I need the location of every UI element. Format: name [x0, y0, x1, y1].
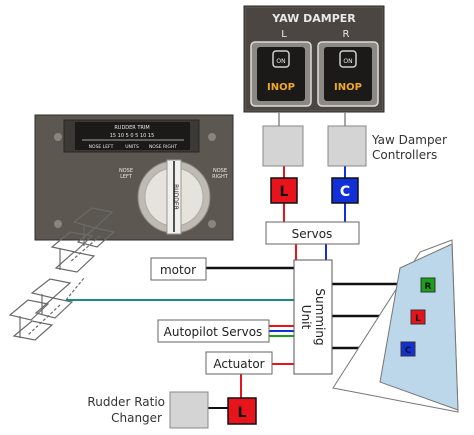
channel-tag-left-text: L: [280, 184, 289, 200]
rudder-ratio-label-1: Rudder Ratio: [87, 395, 165, 409]
channel-tag-center: C: [331, 177, 359, 204]
rudder-trim-panel: RUDDER TRIM 15 10 5 0 5 10 15 NOSE LEFT …: [34, 114, 234, 241]
surface-tag-right-text: R: [425, 282, 432, 292]
yaw-damper-title: YAW DAMPER: [271, 12, 356, 25]
summing-unit-label-1: Summing: [313, 288, 327, 345]
summing-unit-box: [293, 259, 333, 375]
rudder-side-right-1: NOSE: [213, 168, 227, 174]
left-inop-text: INOP: [267, 82, 295, 93]
channel-tag-left: L: [270, 177, 298, 204]
channel-tag-center-text: C: [340, 184, 350, 200]
servos-box: [265, 221, 360, 245]
yaw-damper-panel: YAW DAMPER L R ON INOP ON INOP: [243, 5, 385, 113]
summing-unit-label-2: Unit: [299, 305, 313, 330]
surface-tag-right: R: [420, 277, 436, 293]
rudder-side-left-2: LEFT: [120, 174, 133, 180]
yaw-damper-controller-right: [327, 125, 367, 167]
motor-label: motor: [160, 263, 196, 277]
channel-tag-ratio: L: [227, 397, 257, 425]
surface-tag-left: L: [410, 309, 426, 325]
surface-tag-center-text: C: [405, 346, 412, 356]
yaw-damper-controllers-label-1: Yaw Damper: [371, 133, 447, 147]
servos-label: Servos: [292, 227, 333, 241]
yaw-damper-left-label: L: [281, 29, 287, 40]
yaw-damper-controllers-label-2: Controllers: [372, 148, 437, 162]
rudder-side-left-1: NOSE: [119, 168, 133, 174]
rudder-surface: [332, 239, 459, 413]
rudder-ratio-changer-box: [169, 391, 209, 429]
rudder-side-right-2: RIGHT: [212, 174, 229, 180]
autopilot-servos-label: Autopilot Servos: [164, 325, 263, 339]
right-on-text: ON: [343, 58, 352, 65]
surface-tag-center: C: [400, 341, 416, 357]
yaw-damper-left-switch[interactable]: ON INOP: [257, 47, 305, 101]
yaw-damper-right-label: R: [343, 29, 350, 40]
yaw-damper-controller-left: [262, 125, 304, 167]
rudder-ratio-label-2: Changer: [111, 411, 162, 425]
rudder-knob-text: RUDDER: [172, 184, 179, 210]
rudder-trim-nose-left: NOSE LEFT: [89, 144, 114, 150]
channel-tag-ratio-text: L: [238, 405, 247, 421]
autopilot-servos-box: [157, 319, 270, 343]
yaw-damper-right-switch[interactable]: ON INOP: [324, 47, 372, 101]
rudder-pedals: [8, 207, 116, 341]
rudder-trim-scale: 15 10 5 0 5 10 15: [110, 133, 155, 139]
actuator-box: [205, 351, 273, 375]
surface-tag-left-text: L: [415, 314, 421, 324]
rudder-trim-title: RUDDER TRIM: [114, 125, 149, 131]
motor-box: [150, 257, 207, 281]
rudder-trim-nose-right: NOSE RIGHT: [149, 144, 177, 150]
actuator-label: Actuator: [213, 357, 264, 371]
rudder-trim-units: UNITS: [125, 144, 139, 150]
rudder-trim-knob[interactable]: RUDDER: [137, 159, 211, 235]
left-on-text: ON: [276, 58, 285, 65]
right-inop-text: INOP: [334, 82, 362, 93]
